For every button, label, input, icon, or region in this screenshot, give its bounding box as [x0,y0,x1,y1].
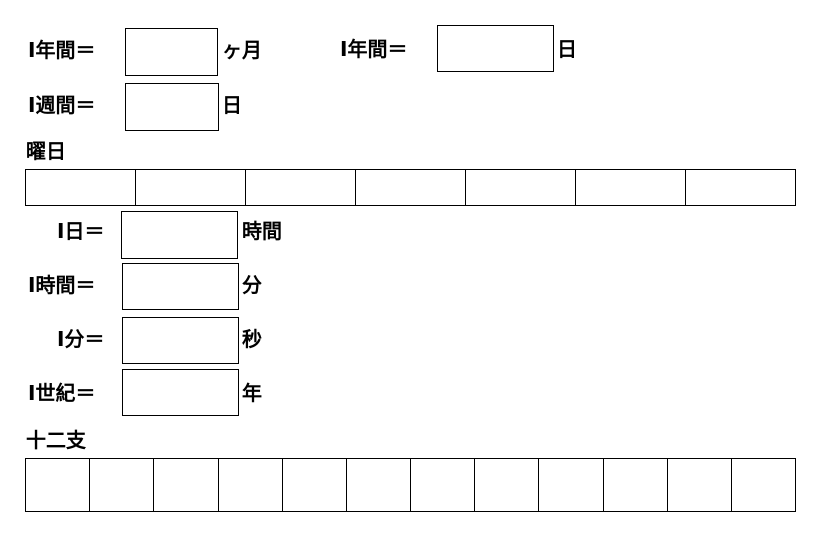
zodiac-cell[interactable] [474,459,538,511]
weekday-cell[interactable] [355,170,465,205]
weekday-cell[interactable] [26,170,135,205]
century-years-label: Ⅰ世紀＝ [28,381,96,405]
zodiac-cell[interactable] [26,459,89,511]
zodiac-cell[interactable] [730,459,795,511]
zodiac-cell[interactable] [538,459,602,511]
day-hours-label: Ⅰ日＝ [57,219,105,243]
zodiac-cell[interactable] [666,459,731,511]
zodiac-cell[interactable] [217,459,282,511]
year-days-label: Ⅰ年間＝ [340,37,408,61]
weekday-cell[interactable] [465,170,575,205]
year-months-label: Ⅰ年間＝ [28,38,96,62]
zodiac-cell[interactable] [89,459,153,511]
weekday-cell[interactable] [575,170,685,205]
minute-seconds-label: Ⅰ分＝ [57,327,105,351]
week-days-answer-box[interactable] [125,83,219,131]
zodiac-cell[interactable] [281,459,346,511]
zodiac-cell[interactable] [410,459,474,511]
century-years-unit: 年 [242,381,262,405]
zodiac-cell[interactable] [345,459,410,511]
zodiac-cell[interactable] [602,459,667,511]
year-days-answer-box[interactable] [437,25,554,72]
weekdays-grid [25,169,796,206]
zodiac-grid [25,458,796,512]
year-months-answer-box[interactable] [125,28,218,76]
weekday-cell[interactable] [245,170,355,205]
hour-minutes-unit: 分 [242,273,262,297]
century-years-answer-box[interactable] [122,369,239,416]
minute-seconds-answer-box[interactable] [122,317,239,364]
year-days-unit: 日 [557,37,577,61]
week-days-label: Ⅰ週間＝ [28,93,96,117]
weekday-cell[interactable] [685,170,795,205]
week-days-unit: 日 [222,93,242,117]
day-hours-unit: 時間 [242,219,282,243]
zodiac-section-title: 十二支 [26,428,86,452]
hour-minutes-answer-box[interactable] [122,263,239,310]
hour-minutes-label: Ⅰ時間＝ [28,273,96,297]
weekdays-section-title: 曜日 [26,139,66,163]
weekday-cell[interactable] [135,170,245,205]
minute-seconds-unit: 秒 [242,327,262,351]
day-hours-answer-box[interactable] [121,211,238,259]
year-months-unit: ヶ月 [222,38,262,62]
zodiac-cell[interactable] [153,459,217,511]
